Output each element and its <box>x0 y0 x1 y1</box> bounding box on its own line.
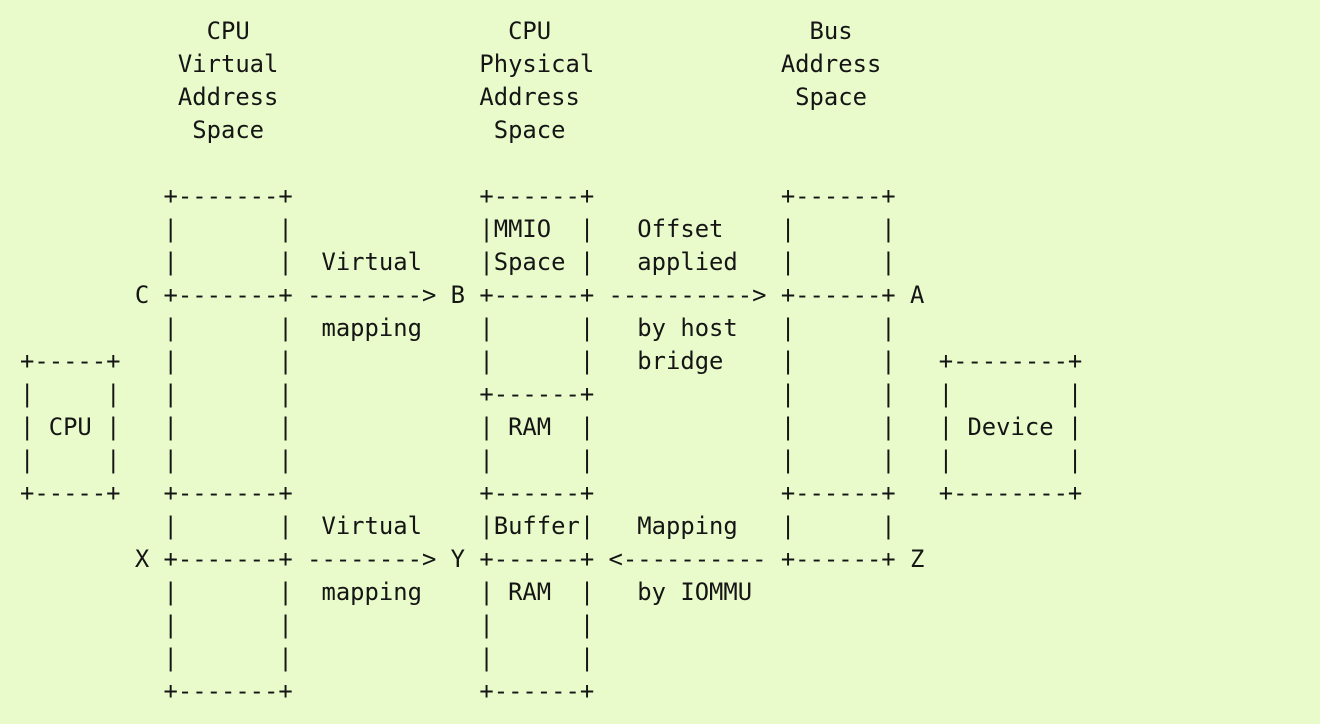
ascii-diagram-text: CPU CPU Bus Virtual Physical Address Add… <box>20 17 1083 705</box>
